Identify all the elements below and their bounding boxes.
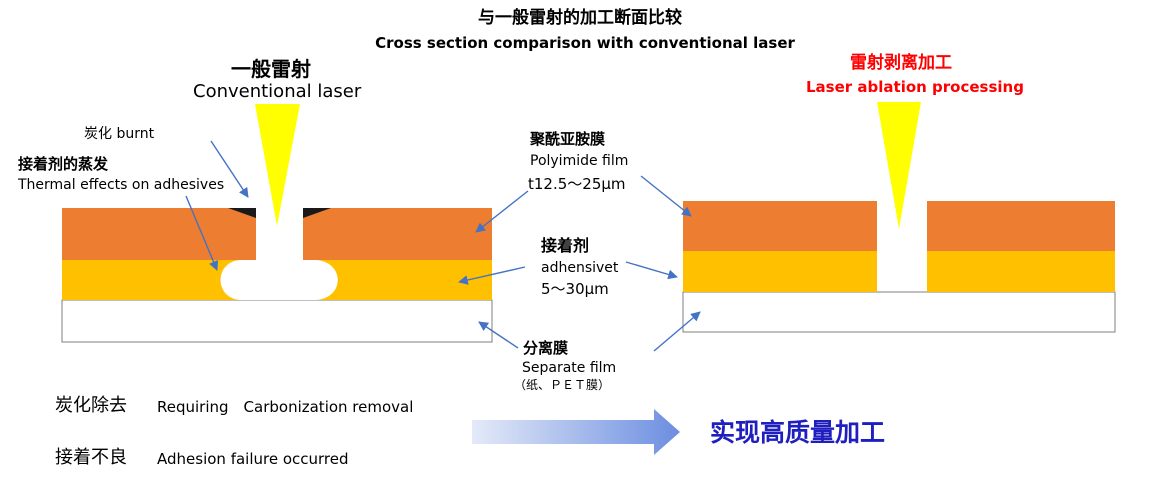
adhesive-arrow-left [458,266,526,285]
conventional-title-cn: 一般雷射 [231,57,311,81]
right-polyimide-layer-left [683,201,877,251]
page-title-cn: 与一般雷射的加工断面比较 [478,8,682,28]
polyimide-label-cn: 聚酰亚胺膜 [530,130,606,148]
right-polyimide-layer-right [927,201,1115,251]
left-separator-layer [61,299,493,343]
issue-2-en: Adhesion failure occurred [157,450,349,468]
burnt-arrow [210,140,249,198]
polyimide-arrow-right [640,175,692,217]
conventional-title-en: Conventional laser [193,81,362,102]
evaporation-cavity [220,260,338,300]
burnt-label: 炭化 burnt [84,126,155,142]
polyimide-thickness: t12.5～25μm [528,175,626,193]
right-separator-layer [682,291,1116,333]
separator-label-en: Separate film [522,360,617,376]
issue-1-en: Requiring Carbonization removal [157,398,414,416]
conventional-laser-beam [255,104,300,226]
adhesive-evap-arrow [185,195,219,271]
adhesive-thickness: 5～30μm [541,280,609,298]
polyimide-arrow-left [475,190,529,233]
result-arrow-icon [472,409,680,455]
burnt-mark-right [303,208,331,218]
page-title-en: Cross section comparison with convention… [375,34,795,52]
right-adhesive-layer-right [927,251,1115,292]
result-text: 实现高质量加工 [710,418,886,447]
adhesive-label-cn: 接着剂 [541,236,590,255]
adhesive-arrow-right [625,261,678,280]
adhesive-evap-label-cn: 接着剂的蒸发 [18,155,109,173]
left-polyimide-layer-right [303,208,492,260]
ablation-title-en: Laser ablation processing [806,78,1024,96]
left-polyimide-layer-left [62,208,256,260]
separator-note: （纸、ＰＥＴ膜） [514,378,611,392]
adhesive-evap-label-en: Thermal effects on adhesives [18,177,225,193]
ablation-title-cn: 雷射剥离加工 [850,53,952,73]
right-adhesive-layer-left [683,251,877,292]
separator-label-cn: 分离膜 [523,339,569,357]
issue-2-cn: 接着不良 [55,447,127,468]
pointer-arrows [185,140,701,352]
adhesive-label-en: adhensivet [541,260,619,276]
ablation-laser-beam [877,102,921,229]
burnt-mark-left [228,208,256,218]
separator-arrow-left [478,321,519,349]
ablation-cross-section [682,102,1116,333]
separator-arrow-right [653,311,701,352]
conventional-cross-section [61,104,493,343]
issue-1-cn: 炭化除去 [55,395,127,416]
polyimide-label-en: Polyimide film [530,153,629,169]
